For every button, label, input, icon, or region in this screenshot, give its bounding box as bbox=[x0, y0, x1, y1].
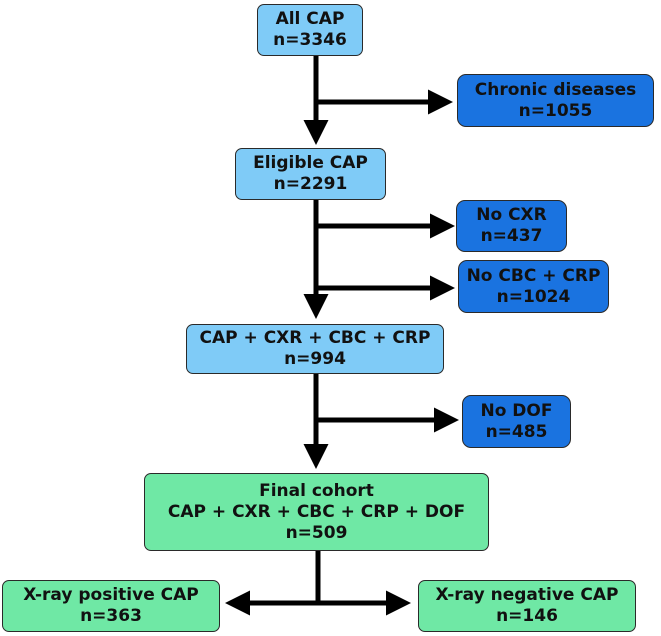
final-cohort-title: Final cohort bbox=[259, 480, 374, 501]
cap-cxr-cbc-crp-box: CAP + CXR + CBC + CRP n=994 bbox=[186, 324, 444, 374]
xray-negative-box: X-ray negative CAP n=146 bbox=[418, 580, 636, 632]
no-cxr-box: No CXR n=437 bbox=[456, 200, 567, 252]
no-cxr-count: n=437 bbox=[480, 226, 543, 246]
xray-negative-label: X-ray negative CAP bbox=[435, 585, 619, 605]
final-cohort-box: Final cohort CAP + CXR + CBC + CRP + DOF… bbox=[144, 473, 489, 551]
no-dof-label: No DOF bbox=[480, 400, 553, 421]
no-cbc-crp-label: No CBC + CRP bbox=[466, 265, 601, 286]
cap-cxr-cbc-crp-label: CAP + CXR + CBC + CRP bbox=[199, 328, 431, 348]
xray-positive-label: X-ray positive CAP bbox=[23, 585, 199, 605]
eligible-cap-label: Eligible CAP bbox=[253, 153, 368, 173]
all-cap-count: n=3346 bbox=[273, 30, 347, 50]
final-cohort-label: CAP + CXR + CBC + CRP + DOF bbox=[167, 501, 466, 522]
no-dof-box: No DOF n=485 bbox=[462, 395, 571, 448]
no-cxr-label: No CXR bbox=[476, 205, 547, 225]
no-dof-count: n=485 bbox=[485, 421, 548, 442]
eligible-cap-count: n=2291 bbox=[273, 174, 348, 194]
chronic-diseases-label: Chronic diseases bbox=[474, 79, 637, 100]
all-cap-label: All CAP bbox=[275, 9, 345, 29]
no-cbc-crp-count: n=1024 bbox=[496, 286, 571, 307]
chronic-diseases-box: Chronic diseases n=1055 bbox=[457, 74, 654, 127]
no-cbc-crp-box: No CBC + CRP n=1024 bbox=[458, 260, 609, 313]
xray-positive-count: n=363 bbox=[80, 606, 142, 626]
all-cap-box: All CAP n=3346 bbox=[257, 4, 363, 56]
cap-cxr-cbc-crp-count: n=994 bbox=[284, 349, 346, 369]
xray-negative-count: n=146 bbox=[496, 606, 558, 626]
eligible-cap-box: Eligible CAP n=2291 bbox=[235, 148, 386, 200]
chronic-diseases-count: n=1055 bbox=[518, 100, 593, 121]
xray-positive-box: X-ray positive CAP n=363 bbox=[2, 580, 220, 632]
final-cohort-count: n=509 bbox=[285, 522, 348, 543]
